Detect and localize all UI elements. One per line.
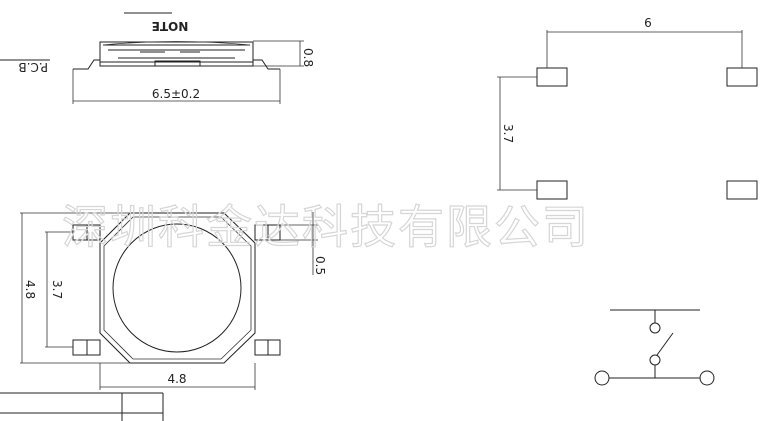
- note-label: NOTE: [152, 19, 189, 33]
- pcb-label: P.C.B: [18, 60, 48, 74]
- pad-width-dim-05: 0.5: [313, 256, 327, 275]
- x-dim-6: 6: [644, 16, 652, 30]
- width-dim-48: 4.8: [167, 372, 186, 386]
- y-dim-37: 3.7: [501, 124, 515, 143]
- watermark: 深圳科金达科技有限公司: [62, 200, 590, 254]
- width-dim-65: 6.5±0.2: [152, 87, 200, 101]
- footprint-view: 6 3.7: [497, 16, 758, 200]
- side-view: NOTE 0.8 6.5±0.2 P.C.B: [0, 12, 315, 104]
- height-dim-48: 4.8: [23, 280, 37, 299]
- height-dim-08: 0.8: [301, 48, 315, 67]
- pitch-dim-37: 3.7: [50, 280, 64, 299]
- top-view: 4.8 3.7 4.8 0.5: [20, 212, 327, 390]
- switch-schematic: [594, 309, 715, 386]
- title-block: [0, 392, 164, 421]
